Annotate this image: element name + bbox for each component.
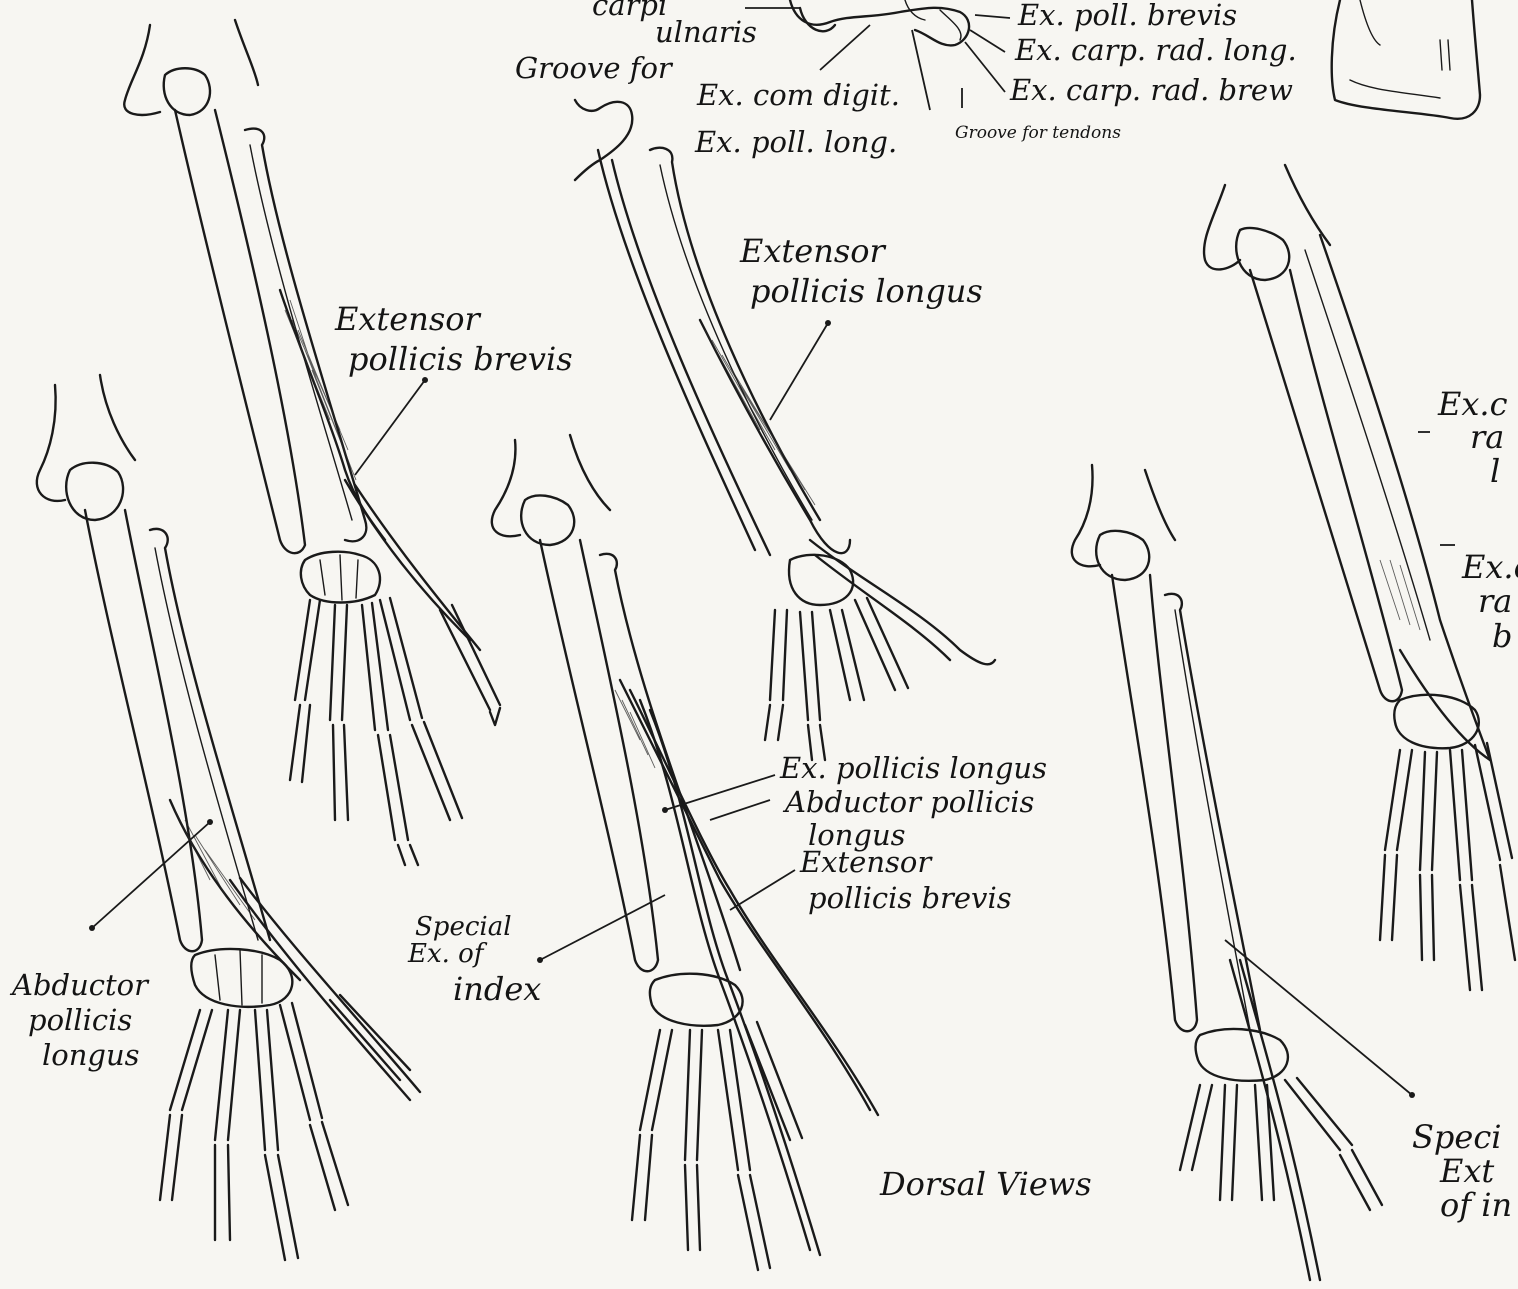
label-extensor-3: Extensor bbox=[799, 845, 933, 879]
label-ra-1: ra bbox=[1470, 418, 1504, 456]
arm-figure-5 bbox=[1072, 465, 1382, 1280]
label-ex-c-2: Ex.c bbox=[1461, 548, 1518, 586]
label-ex-com-digit: Ex. com digit. bbox=[696, 78, 900, 112]
label-dorsal-views: Dorsal Views bbox=[879, 1165, 1092, 1203]
label-ra-2: ra bbox=[1478, 582, 1512, 620]
label-ex-carp-rad-long: Ex. carp. rad. long. bbox=[1014, 33, 1297, 67]
wrist-cross-section bbox=[790, 0, 969, 45]
label-groove-for-tendons: Groove for tendons bbox=[955, 123, 1121, 143]
label-special: Special bbox=[415, 912, 512, 942]
label-abductor-pollicis: Abductor pollicis bbox=[782, 785, 1034, 819]
label-ext: Ext bbox=[1439, 1152, 1494, 1190]
label-l-1: l bbox=[1490, 452, 1500, 490]
distal-bone-fragment bbox=[1332, 0, 1480, 119]
label-abductor: Abductor bbox=[9, 968, 150, 1002]
label-pollicis: pollicis bbox=[28, 1003, 132, 1037]
label-pollicis-brevis-3: pollicis brevis bbox=[808, 881, 1012, 915]
label-b-2: b bbox=[1492, 617, 1512, 655]
label-ex-pollicis-longus: Ex. pollicis longus bbox=[779, 751, 1047, 785]
label-ex-poll-brevis: Ex. poll. brevis bbox=[1017, 0, 1237, 32]
label-extensor-2: Extensor bbox=[739, 232, 887, 270]
label-pollicis-brevis-1: pollicis brevis bbox=[348, 340, 573, 378]
label-speci: Speci bbox=[1412, 1118, 1502, 1156]
label-ex-of: Ex. of bbox=[407, 939, 488, 969]
label-longus-2: longus bbox=[42, 1038, 140, 1072]
arm-figure-1 bbox=[124, 20, 500, 865]
label-ex-carp-rad-brew: Ex. carp. rad. brew bbox=[1009, 73, 1293, 107]
label-extensor-1: Extensor bbox=[334, 300, 482, 338]
label-ulnaris: ulnaris bbox=[655, 15, 757, 49]
label-ex-poll-long: Ex. poll. long. bbox=[694, 125, 897, 159]
label-of-in: of in bbox=[1440, 1186, 1512, 1224]
label-index: index bbox=[453, 970, 541, 1008]
label-pollicis-longus-2: pollicis longus bbox=[750, 272, 983, 310]
label-groove-for: Groove for bbox=[515, 51, 674, 85]
